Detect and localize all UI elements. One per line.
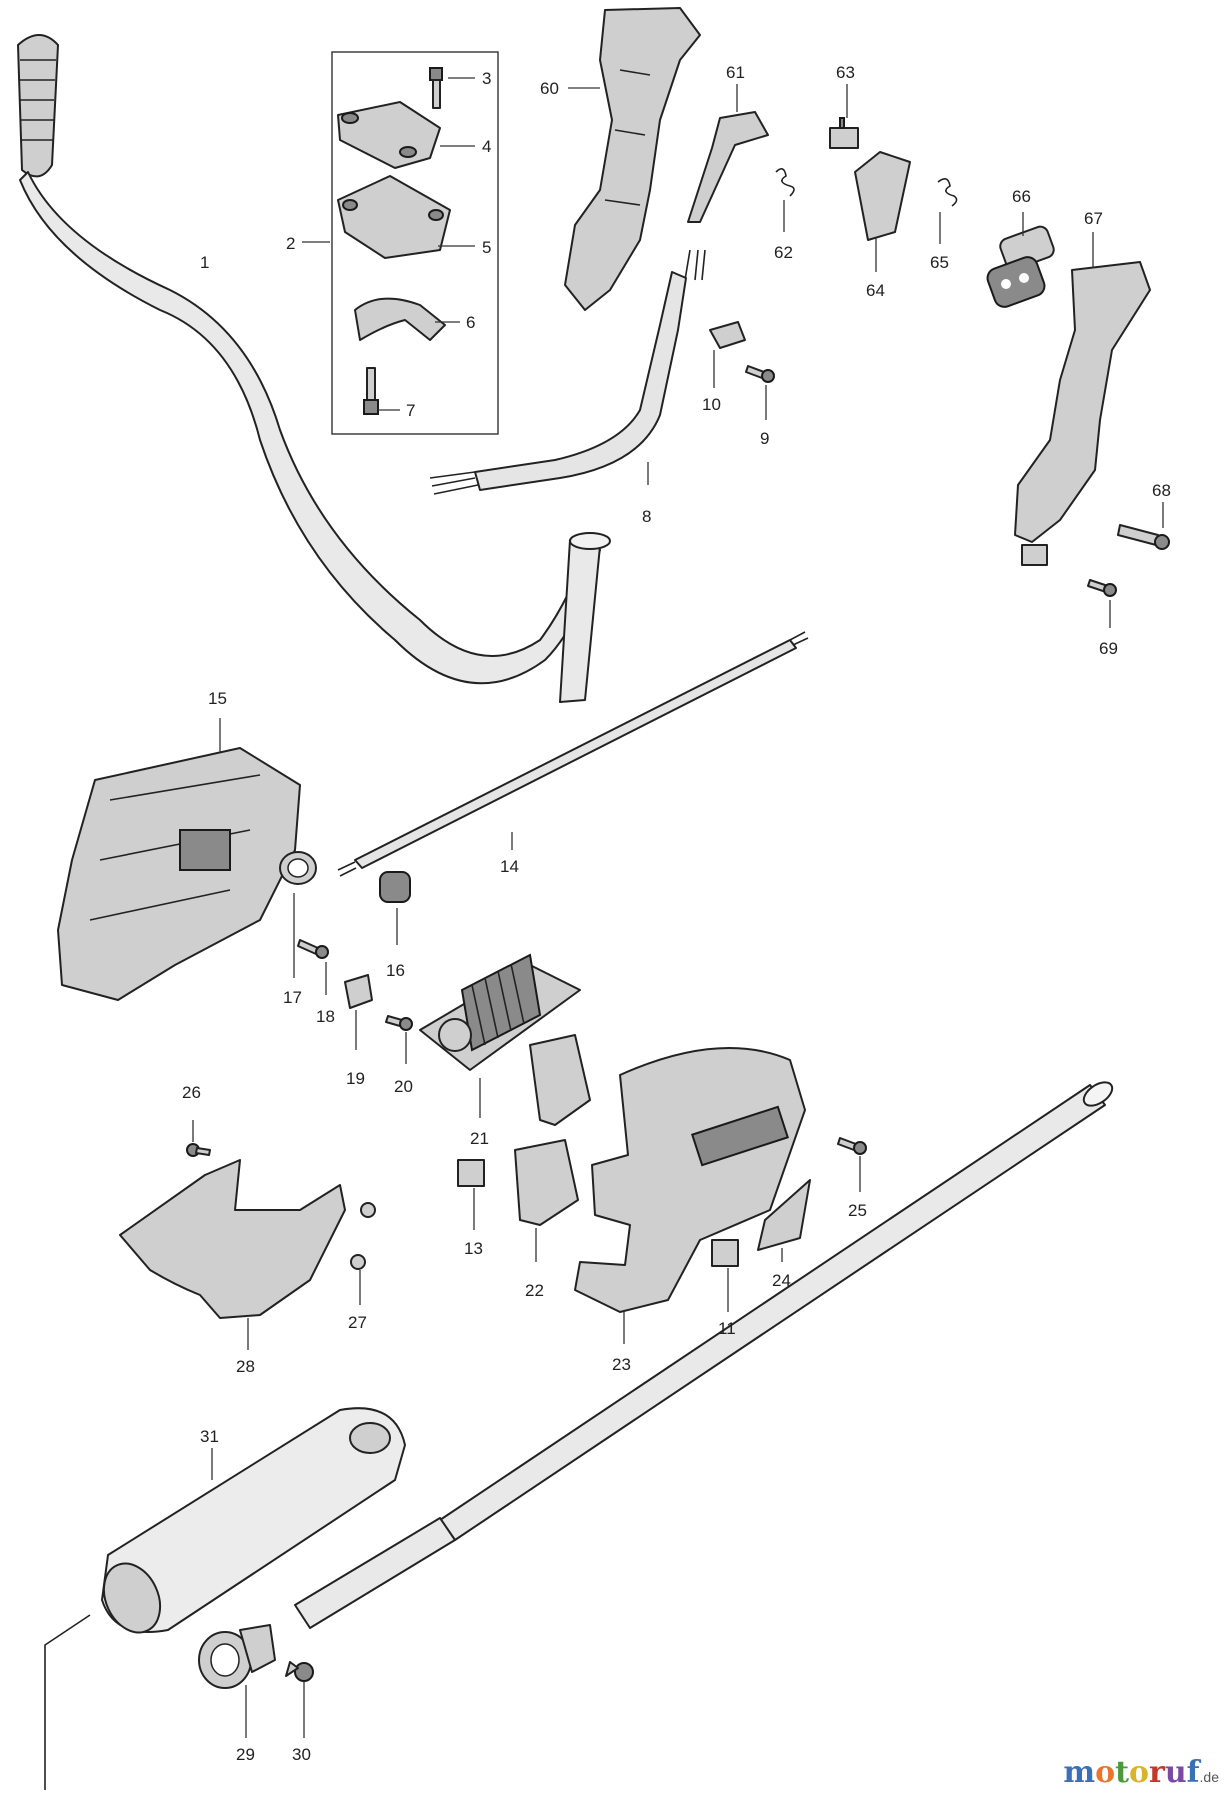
watermark-tld: .de <box>1199 1769 1219 1785</box>
part-cable-8 <box>429 249 706 495</box>
part-cap-16 <box>379 871 411 903</box>
callout-labels: 3 4 2 5 6 7 60 61 62 63 64 65 66 67 68 6… <box>182 63 1171 1764</box>
part-terminal-upper <box>529 1034 591 1126</box>
reference-line <box>44 1614 91 1790</box>
part-housing-23 <box>574 1047 806 1313</box>
part-motor-housing-15 <box>57 747 301 1001</box>
part-spring-62 <box>775 168 795 197</box>
label-60: 60 <box>540 79 559 98</box>
label-4: 4 <box>482 137 491 156</box>
label-7: 7 <box>406 401 415 420</box>
label-26: 26 <box>182 1083 201 1102</box>
part-clip-10 <box>709 321 746 349</box>
part-bolt-30 <box>285 1661 314 1682</box>
part-screw-68 <box>1117 524 1170 550</box>
assembly-box <box>331 51 499 435</box>
label-11: 11 <box>718 1319 736 1338</box>
label-16: 16 <box>386 961 405 980</box>
label-30: 30 <box>292 1745 311 1764</box>
part-terminal-22 <box>514 1139 579 1226</box>
label-29: 29 <box>236 1745 255 1764</box>
label-27: 27 <box>348 1313 367 1332</box>
part-clamp-top-4 <box>337 101 441 169</box>
part-trigger-61 <box>687 111 769 223</box>
label-18: 18 <box>316 1007 335 1026</box>
label-62: 62 <box>774 243 793 262</box>
part-screw-20 <box>385 1015 413 1031</box>
label-15: 15 <box>208 689 227 708</box>
part-screw-25 <box>837 1137 867 1155</box>
label-25: 25 <box>848 1201 867 1220</box>
label-66: 66 <box>1012 187 1031 206</box>
part-switch-block-64 <box>854 151 911 241</box>
label-64: 64 <box>866 281 885 300</box>
watermark-letter: o <box>1128 1755 1149 1790</box>
label-6: 6 <box>466 313 475 332</box>
label-2: 2 <box>286 234 295 253</box>
part-label-11 <box>711 1239 739 1267</box>
part-switch-63 <box>829 117 859 149</box>
leader-lines <box>192 77 1164 1738</box>
label-19: 19 <box>346 1069 365 1088</box>
part-clamp-screw-3 <box>429 67 443 109</box>
label-8: 8 <box>642 507 651 526</box>
label-17: 17 <box>283 988 302 1007</box>
part-clamp-bottom-6 <box>354 297 446 341</box>
part-bracket-28 <box>119 1159 346 1319</box>
watermark-letter: u <box>1164 1755 1187 1790</box>
part-handle-housing-60 <box>564 7 701 311</box>
label-5: 5 <box>482 238 491 257</box>
part-screw-18 <box>297 939 329 959</box>
label-28: 28 <box>236 1357 255 1376</box>
part-screw-9 <box>745 365 775 383</box>
part-inner-shaft <box>294 1517 456 1629</box>
part-button-pad-66 <box>986 225 1055 308</box>
watermark-text: motoruf <box>1063 1755 1199 1790</box>
label-31: 31 <box>200 1427 219 1446</box>
label-10: 10 <box>702 395 721 414</box>
watermark-letter: f <box>1186 1755 1200 1790</box>
part-screw-27 <box>350 1202 376 1270</box>
watermark-letter: r <box>1149 1755 1165 1790</box>
label-20: 20 <box>394 1077 413 1096</box>
part-clamp-17 <box>279 851 317 885</box>
label-61: 61 <box>726 63 745 82</box>
part-cable-14 <box>337 631 809 877</box>
label-14: 14 <box>500 857 519 876</box>
label-68: 68 <box>1152 481 1171 500</box>
part-handle-cover-67 <box>1014 261 1151 566</box>
label-22: 22 <box>525 1281 544 1300</box>
label-3: 3 <box>482 69 491 88</box>
label-21: 21 <box>470 1129 489 1148</box>
part-clip-19 <box>344 974 373 1009</box>
part-screw-69 <box>1087 579 1117 597</box>
watermark-letter: t <box>1115 1755 1129 1790</box>
part-clamp-screw-7 <box>363 367 379 415</box>
part-grip-31 <box>101 1407 406 1634</box>
label-9: 9 <box>760 429 769 448</box>
label-24: 24 <box>772 1271 791 1290</box>
label-23: 23 <box>612 1355 631 1374</box>
label-63: 63 <box>836 63 855 82</box>
part-label-13 <box>457 1159 485 1187</box>
label-1: 1 <box>200 253 209 272</box>
part-spring-65 <box>937 178 958 207</box>
label-13: 13 <box>464 1239 483 1258</box>
part-handle-bar <box>17 34 611 703</box>
part-label-24 <box>757 1179 811 1251</box>
part-clamp-29 <box>198 1624 276 1689</box>
watermark-letter: o <box>1095 1755 1116 1790</box>
watermark-logo: motoruf.de <box>1063 1755 1219 1790</box>
part-screw-26 <box>186 1143 211 1157</box>
part-controller-21 <box>419 953 581 1071</box>
part-clamp-body-5 <box>337 175 451 259</box>
label-65: 65 <box>930 253 949 272</box>
label-67: 67 <box>1084 209 1103 228</box>
watermark-letter: m <box>1063 1755 1096 1790</box>
label-69: 69 <box>1099 639 1118 658</box>
